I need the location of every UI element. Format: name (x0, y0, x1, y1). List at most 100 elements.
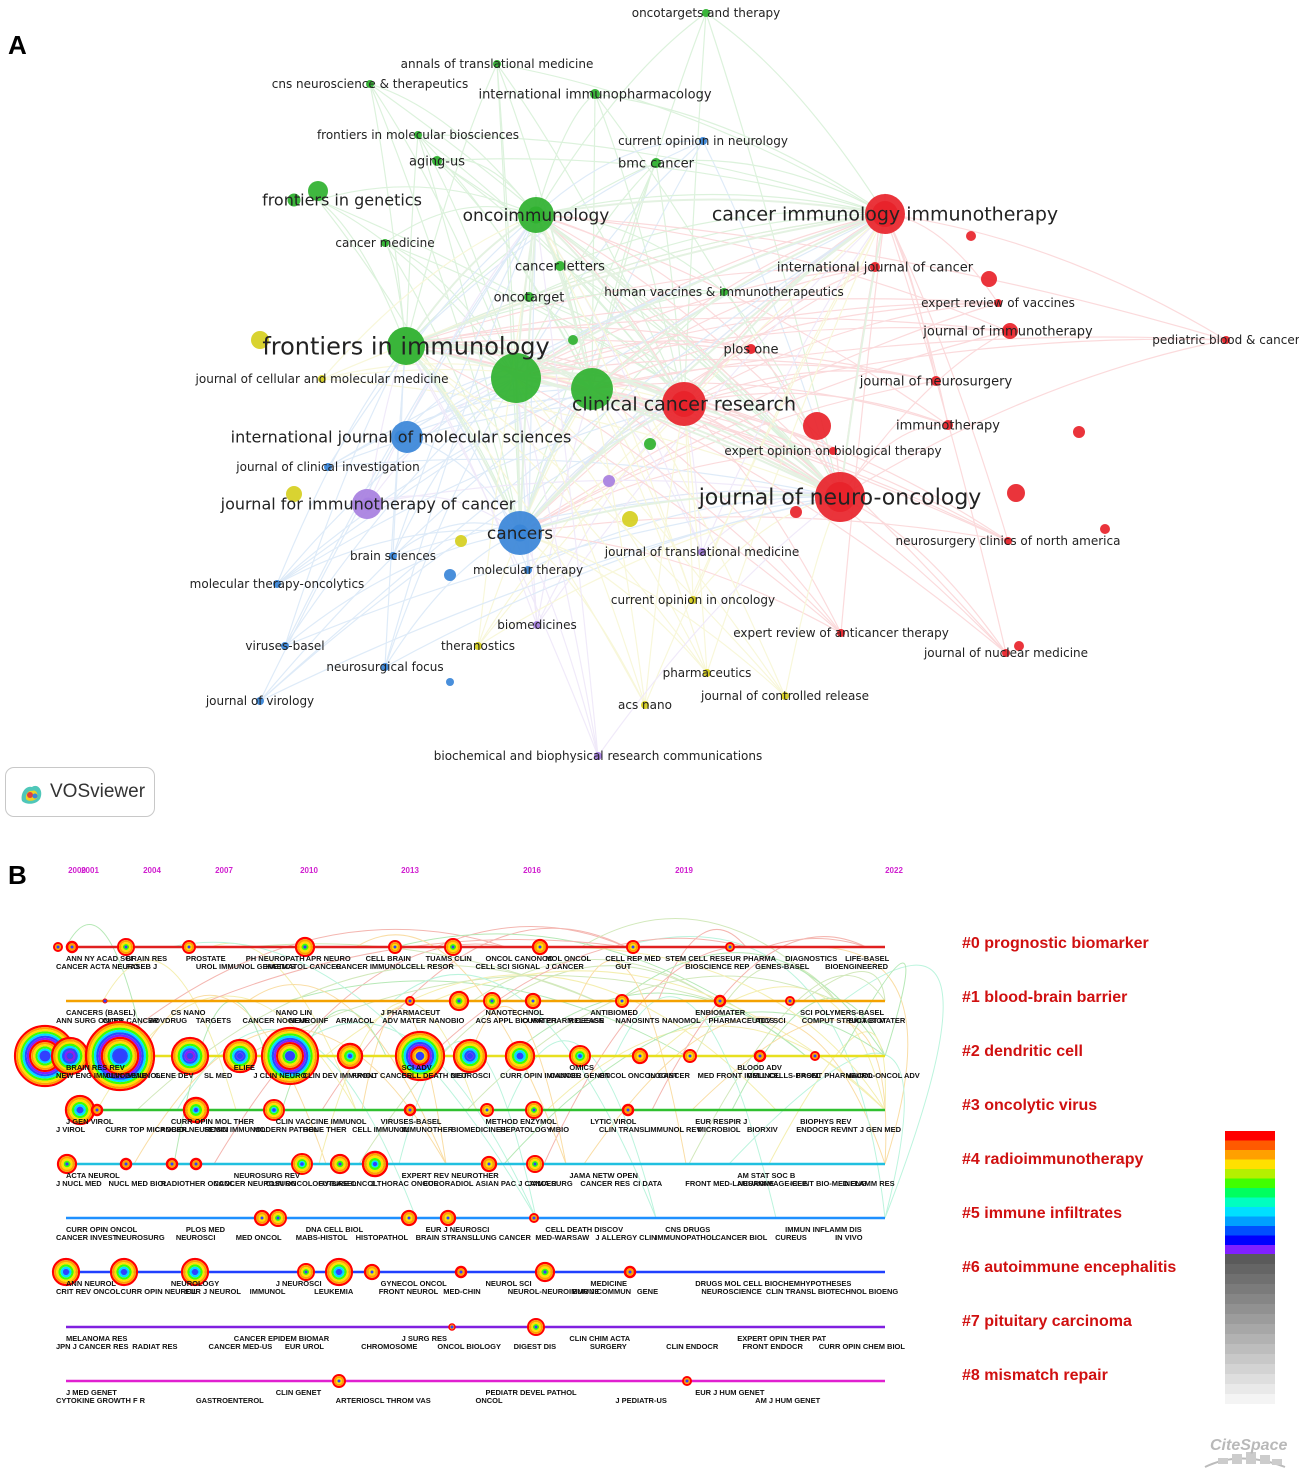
node-label-top: GYNECOL ONCOL (381, 1279, 448, 1288)
node-label-bottom: CURR OPIN IMMUNOL (500, 1071, 580, 1080)
citespace-brand: CiteSpace (1210, 1437, 1288, 1454)
timeline-year: 2004 (143, 866, 161, 875)
node-label-bottom: CURR TOP MICROBIOL (105, 1125, 189, 1134)
node-label-bottom: BIOMEDICINES (451, 1125, 506, 1134)
node-label-bottom: IMMUNOPATHOL (655, 1233, 716, 1242)
node-label: journal of translational medicine (604, 545, 799, 559)
vosviewer-logo-badge: VOSviewer (5, 767, 155, 817)
node-label-bottom: RADIAT RES (132, 1342, 177, 1351)
node-label-bottom: ADV MATER (382, 1016, 427, 1025)
node-label: cancer immunology immunotherapy (712, 204, 1058, 226)
network-node (699, 137, 707, 145)
cluster-label: #2 dendritic cell (962, 1043, 1083, 1060)
node-label-top: EXPERT REV NEUROTHER (402, 1171, 500, 1180)
node-label-bottom: J ALLERGY CLIN (595, 1233, 656, 1242)
network-node (603, 475, 615, 487)
node-label-bottom: ACS APPL BIO MATER (476, 1016, 558, 1025)
node-label-bottom: FUTURE ONCOL (318, 1179, 378, 1188)
network-node (281, 642, 289, 650)
node-label-top: EUR PHARMA (725, 954, 776, 963)
node-label-top: AM STAT SOC B (737, 1171, 796, 1180)
node-label: molecular therapy-oncolytics (190, 577, 365, 591)
node-label-top: IMMUN INFLAMM DIS (785, 1225, 862, 1234)
cluster-label: #0 prognostic biomarker (962, 935, 1149, 952)
node-label-top: EUR J NEUROSCI (426, 1225, 490, 1234)
node-label-bottom: CLIN DEV IMMUNOL (303, 1071, 376, 1080)
node-label: journal of neuro-oncology (698, 486, 982, 511)
network-node (474, 642, 482, 650)
node-label-bottom: CANCER NEUROSURG (213, 1179, 296, 1188)
node-label: plos one (724, 343, 779, 358)
node-label-bottom: NEUROL-NEUROIMMUNE (508, 1287, 600, 1296)
network-node (387, 327, 425, 365)
node-label-top: PLOS MED (186, 1225, 226, 1234)
network-node (318, 375, 326, 383)
node-label-top: CS NANO (171, 1008, 206, 1017)
node-label-bottom: FASEB J (126, 962, 157, 971)
cluster-label: #1 blood-brain barrier (962, 989, 1128, 1006)
node-label-bottom: J NUCL MED (56, 1179, 102, 1188)
node-label-top: NEUROLOGY (171, 1279, 219, 1288)
legend-swatch (1225, 1294, 1275, 1304)
node-label: current opinion in oncology (611, 593, 775, 607)
network-node (366, 80, 374, 88)
node-label-top: SCI ADV (402, 1063, 432, 1072)
node-label-bottom: CLIN IMMUNOL (105, 1071, 161, 1080)
node-label-bottom: CLIN TRANSL (599, 1125, 649, 1134)
node-label-bottom: CANCER INVEST (56, 1233, 118, 1242)
network-node (943, 420, 953, 430)
network-node (594, 752, 602, 760)
network-node (1100, 524, 1110, 534)
timeline-year: 2000 (68, 866, 86, 875)
node-label-bottom: CELL SCI SIGNAL (476, 962, 541, 971)
node-label-bottom: NEUROSURG (116, 1233, 165, 1242)
network-node (803, 412, 831, 440)
node-label-bottom: GUT (615, 962, 631, 971)
node-label-bottom: EUR J NEUROL (185, 1287, 241, 1296)
legend-swatch (1225, 1169, 1275, 1179)
cluster-label: #4 radioimmunotherapy (962, 1151, 1144, 1168)
node-label: biomedicines (497, 618, 577, 632)
network-node (394, 430, 408, 444)
node-label-bottom: RADIOTHER ONCOL (161, 1179, 235, 1188)
node-label-top: ANN NEUROL (66, 1279, 116, 1288)
node-label: acs nano (618, 698, 672, 712)
node-label: expert opinion on biological therapy (724, 444, 941, 458)
panel-label-a: A (8, 30, 27, 60)
network-node (455, 535, 467, 547)
network-node (1007, 484, 1025, 502)
node-label-bottom: J THORAC ONCOL (371, 1179, 439, 1188)
node-label-bottom: MED FRONT IMMUNOL (698, 1071, 781, 1080)
node-label: viruses-basel (245, 639, 324, 653)
node-label: theranostics (441, 639, 515, 653)
legend-swatch (1225, 1354, 1275, 1364)
node-label-top: HYPOTHESES (800, 1279, 851, 1288)
node-label-top: CELL DEATH DISCOV (545, 1225, 623, 1234)
node-label-top: BRAIN RES REV (66, 1063, 125, 1072)
node-label-top: DRUGS MOL CELL BIOCHEM (695, 1279, 800, 1288)
network-node (524, 292, 534, 302)
node-label-top: CNS DRUGS (665, 1225, 710, 1234)
node-label: biochemical and biophysical research com… (434, 749, 762, 763)
node-label-bottom: GENE DEV (155, 1071, 194, 1080)
cluster-label: #3 oncolytic virus (962, 1097, 1098, 1114)
node-label-bottom: EUR J COMMUN (572, 1287, 631, 1296)
node-label-bottom: GASTROENTEROL (196, 1396, 264, 1405)
node-label: current opinion in neurology (618, 134, 788, 148)
cluster-label: #7 pituitary carcinoma (962, 1313, 1132, 1330)
node-label-bottom: CANCER BIOL (715, 1233, 768, 1242)
network-node (981, 271, 997, 287)
node-label-bottom: CURR OPIN CHEM BIOL (819, 1342, 906, 1351)
node-label-bottom: EURORADIOL (423, 1179, 474, 1188)
legend-swatch (1225, 1274, 1275, 1284)
node-label-bottom: CURR CANCER (103, 1016, 159, 1025)
node-label-top: MOL ONCOL (545, 954, 591, 963)
node-label: international journal of molecular scien… (231, 428, 572, 447)
node-label: frontiers in immunology (262, 332, 549, 360)
legend-swatch (1225, 1314, 1275, 1324)
node-label-top: J NEUROSCI (276, 1279, 322, 1288)
node-label: pharmaceutics (663, 666, 752, 680)
node-label-top: NANO LIN (276, 1008, 312, 1017)
